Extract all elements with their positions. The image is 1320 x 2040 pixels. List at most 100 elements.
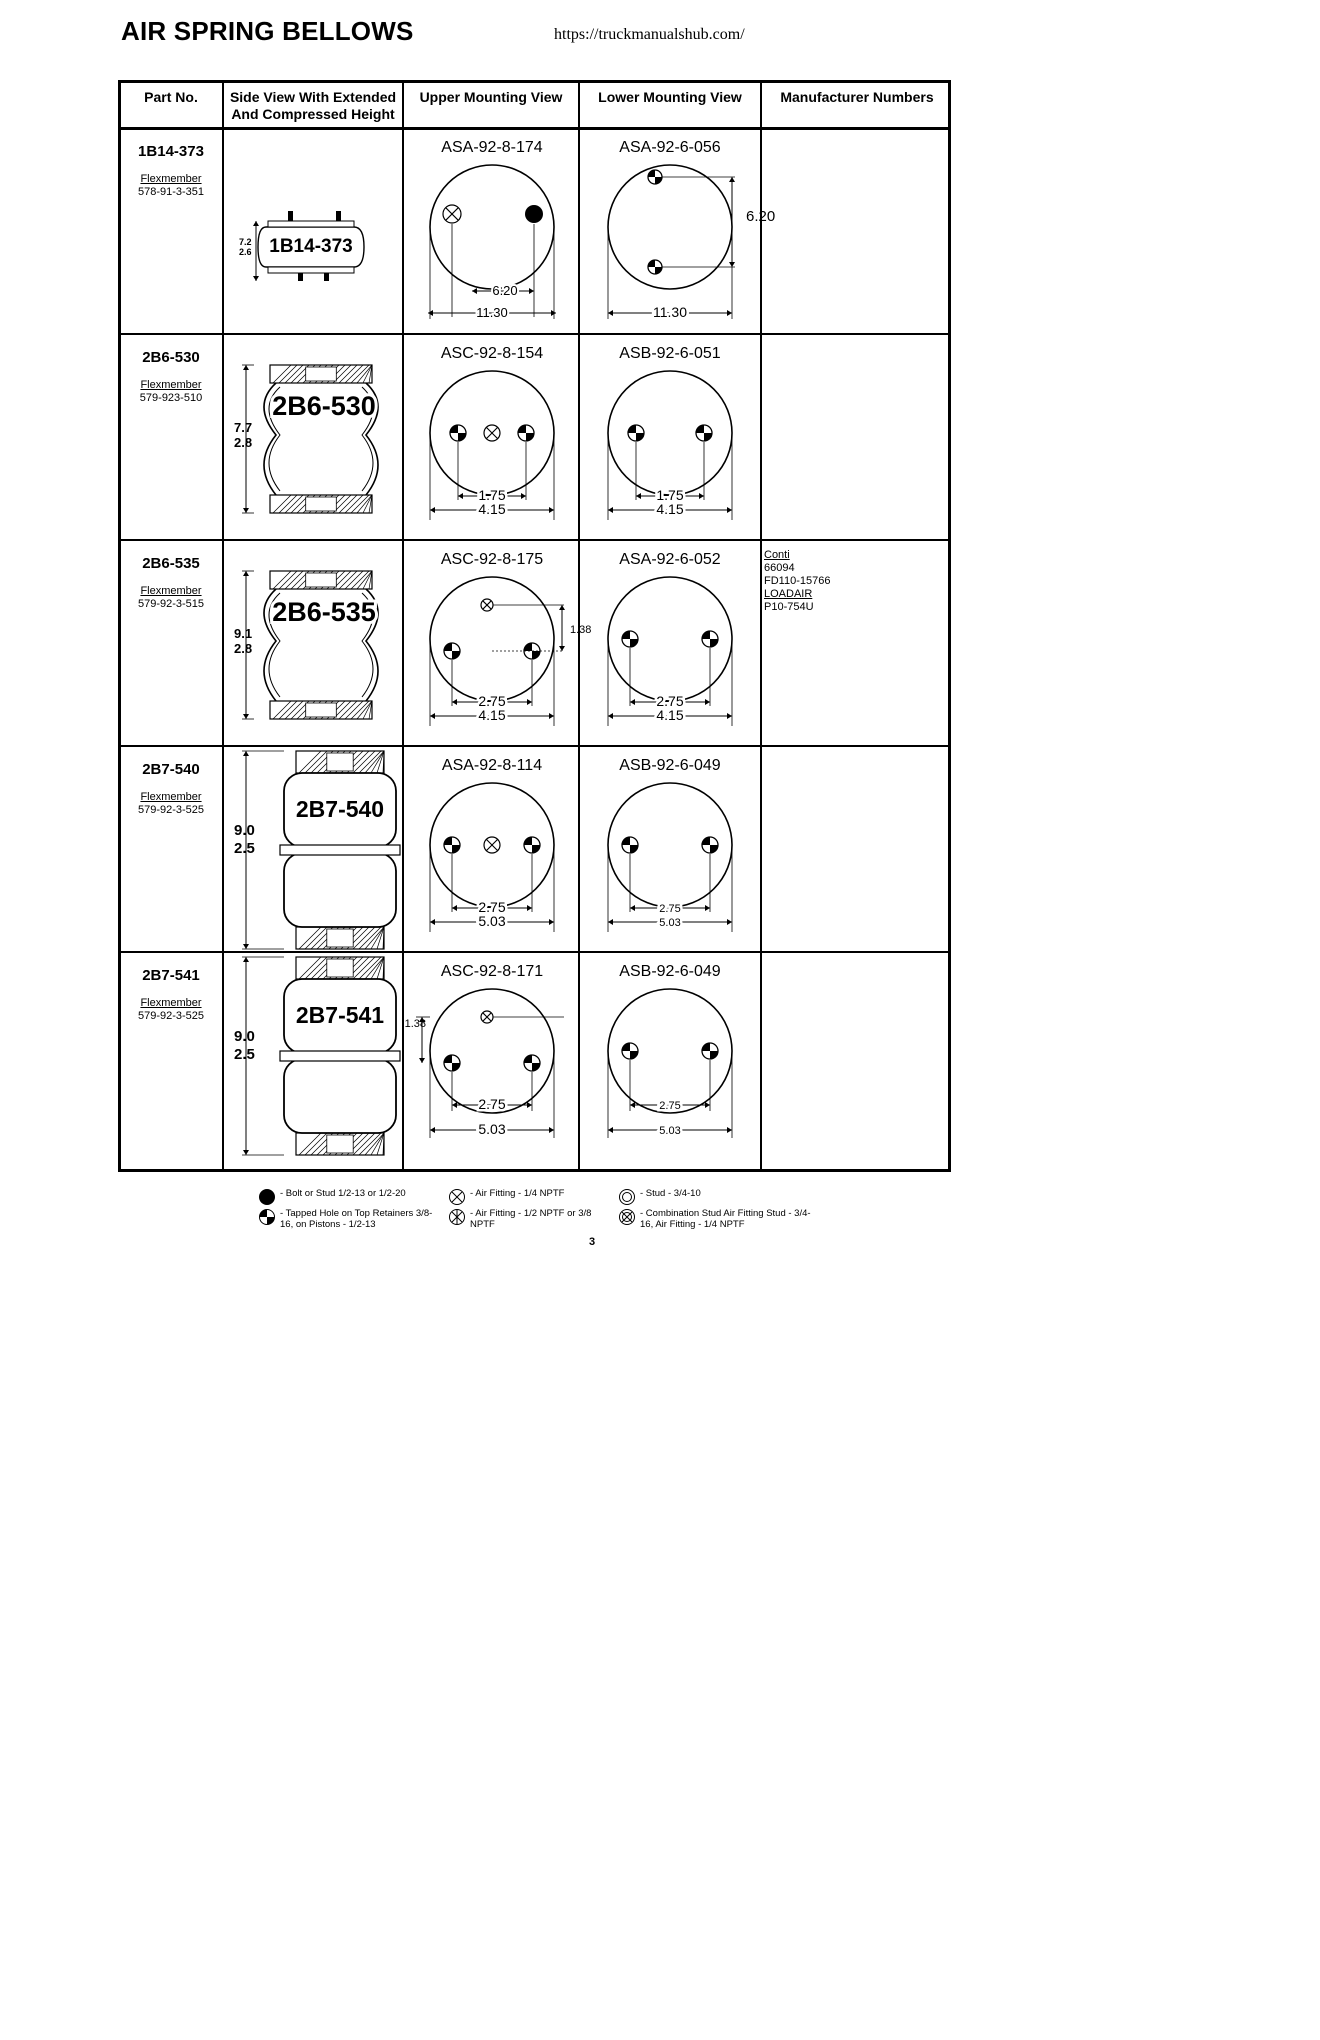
- legend-item: - Air Fitting - 1/2 NPTF or 3/8 NPTF: [448, 1208, 613, 1230]
- manufacturer-number: FD110-15766: [764, 575, 831, 587]
- upper-dim-inner: 2.75: [478, 1096, 505, 1112]
- combination-stud-icon: [618, 1208, 640, 1229]
- lower-mounting-code: ASB-92-6-049: [619, 963, 720, 980]
- compressed-height-value: 2.5: [234, 1046, 255, 1063]
- lower-dim-outer: 11.30: [653, 304, 687, 320]
- legend-text: - Combination Stud Air Fitting Stud - 3/…: [640, 1208, 811, 1230]
- upper-dim-inner: 2.75: [478, 693, 505, 709]
- maker-name: Flexmember: [140, 585, 202, 597]
- lower-dim-outer: 4.15: [656, 707, 683, 723]
- page-title: AIR SPRING BELLOWS: [121, 16, 414, 46]
- manufacturer-number: LOADAIR: [764, 588, 813, 600]
- manufacturer-number: P10-754U: [764, 601, 814, 613]
- upper-mounting-code: ASC-92-8-154: [441, 345, 543, 362]
- parts-table: Part No. Side View With Extended And Com…: [118, 80, 951, 1172]
- maker-number: 578-91-3-351: [137, 186, 205, 198]
- upper-dim-outer: 5.03: [478, 913, 505, 929]
- lower-mounting-code: ASA-92-6-052: [619, 551, 720, 568]
- upper-mounting-code: ASC-92-8-171: [441, 963, 543, 980]
- header-part-no: Part No.: [144, 89, 198, 105]
- tapped-hole-icon: [258, 1208, 280, 1229]
- part-number: 2B6-535: [142, 555, 200, 572]
- lower-dim-outer: 5.03: [659, 1125, 680, 1137]
- table-row-divider: [121, 745, 948, 747]
- header-upper-mounting: Upper Mounting View: [419, 89, 563, 105]
- upper-dim-outer: 4.15: [478, 707, 505, 723]
- lower-plate-outline: [607, 164, 733, 290]
- tapped-hole-icon: [695, 424, 713, 442]
- table-column-divider: [760, 83, 762, 1169]
- tapped-hole-icon: [621, 630, 639, 648]
- lower-dim-outer: 4.15: [656, 501, 683, 517]
- upper-plate-outline: [429, 164, 555, 290]
- legend-item: - Tapped Hole on Top Retainers 3/8-16, o…: [258, 1208, 443, 1230]
- header-lower-mounting: Lower Mounting View: [598, 89, 742, 105]
- header-side-view: Side View With Extended And Compressed H…: [229, 89, 397, 122]
- air-fitting-icon: [480, 598, 494, 612]
- tapped-hole-icon: [701, 1042, 719, 1060]
- table-row-divider: [121, 333, 948, 335]
- air-fitting-icon: [483, 424, 501, 442]
- maker-name: Flexmember: [140, 791, 202, 803]
- part-number: 2B7-541: [142, 967, 200, 984]
- tapped-hole-icon: [517, 424, 535, 442]
- header-manufacturer-numbers: Manufacturer Numbers: [780, 89, 934, 105]
- upper-dim-side: 1.38: [405, 1018, 426, 1030]
- lower-mounting-code: ASA-92-6-056: [619, 139, 720, 156]
- legend-item: - Air Fitting - 1/4 NPTF: [448, 1188, 613, 1209]
- legend-item: - Stud - 3/4-10: [618, 1188, 818, 1209]
- tapped-hole-icon: [701, 630, 719, 648]
- manufacturer-number: Conti: [764, 549, 790, 561]
- maker-number: 579-923-510: [139, 392, 203, 404]
- table-row-divider: [121, 539, 948, 541]
- legend-item: - Combination Stud Air Fitting Stud - 3/…: [618, 1208, 818, 1230]
- tapped-hole-icon: [621, 1042, 639, 1060]
- air-fitting-icon: [480, 1010, 494, 1024]
- upper-dim-inner: 6.20: [492, 283, 517, 298]
- compressed-height-value: 2.5: [234, 840, 255, 857]
- air-fitting-icon: [442, 204, 462, 224]
- table-column-divider: [578, 83, 580, 1169]
- manufacturer-number: 66094: [764, 562, 795, 574]
- extended-height-value: 9.0: [234, 1028, 255, 1045]
- tapped-hole-icon: [647, 169, 663, 185]
- lower-dim-inner: 2.75: [656, 693, 683, 709]
- lower-mounting-code: ASB-92-6-051: [619, 345, 720, 362]
- lower-mounting-plate: ASA-92-6-052 2.754.15: [607, 551, 733, 726]
- upper-mounting-code: ASC-92-8-175: [441, 551, 543, 568]
- lower-mounting-code: ASB-92-6-049: [619, 757, 720, 774]
- table-row-divider: [121, 127, 948, 130]
- upper-mounting-code: ASA-92-8-114: [442, 757, 542, 774]
- maker-name: Flexmember: [140, 173, 202, 185]
- extended-height-value: 9.0: [234, 822, 255, 839]
- side-view-model-label: 2B6-535: [272, 597, 376, 627]
- bolt-icon: [258, 1188, 280, 1209]
- upper-plate-outline: [429, 988, 555, 1114]
- tapped-hole-icon: [523, 836, 541, 854]
- extended-height-value: 7.2: [239, 237, 252, 247]
- part-number: 2B7-540: [142, 761, 200, 778]
- upper-dim-inner: 2.75: [478, 899, 505, 915]
- air-fitting-icon: [448, 1188, 470, 1209]
